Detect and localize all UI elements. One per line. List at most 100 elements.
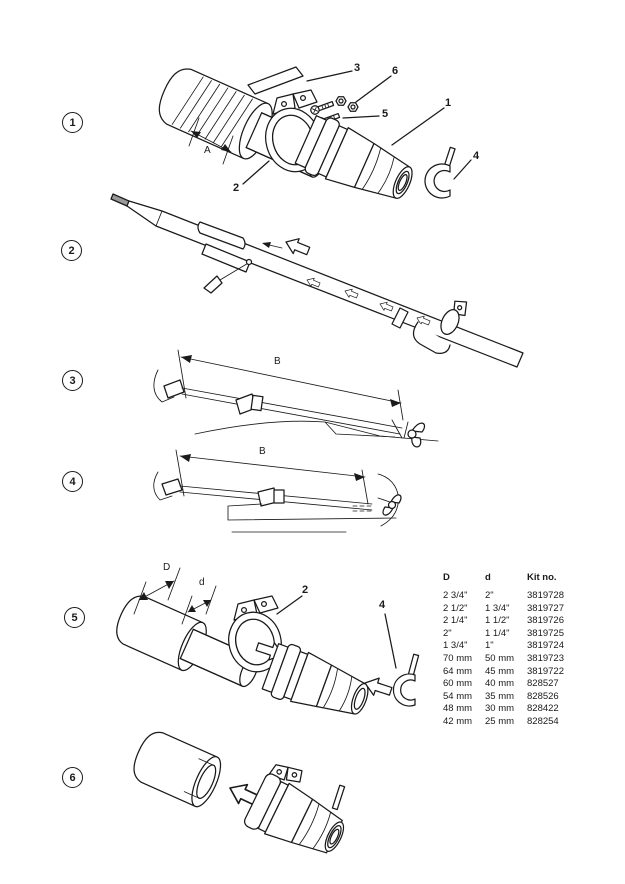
cell-kit-no: 3819722 (527, 665, 564, 677)
dimension-b-lines (175, 449, 369, 505)
cell-inner-diameter: 1 3/4" (485, 602, 510, 614)
step-2-badge: 2 (61, 240, 82, 261)
dimension-inner-label: d (199, 577, 205, 588)
hull-left-contour (153, 471, 173, 501)
cell-outer-diameter: 42 mm (443, 715, 473, 727)
header-outer-diameter: D (443, 572, 450, 583)
step-2-number: 2 (68, 244, 75, 257)
step-6-number: 6 (69, 771, 76, 784)
step-1-number: 1 (69, 116, 76, 129)
callout-part-6: 6 (392, 65, 399, 77)
table-header: D d Kit no. (443, 571, 585, 584)
callout-part-3: 3 (354, 62, 361, 74)
cell-inner-diameter: 40 mm (485, 678, 515, 690)
callout-part-5: 5 (382, 108, 389, 120)
cell-kit-no: 3819725 (527, 627, 564, 639)
header-kit-no: Kit no. (527, 572, 557, 583)
header-inner-diameter: d (485, 572, 491, 583)
callout-part-1: 1 (445, 97, 452, 109)
cell-inner-diameter: 30 mm (485, 703, 515, 715)
step-4-badge: 4 (62, 471, 83, 492)
stern-tube-drawing (133, 731, 222, 808)
transom-contour (377, 473, 399, 527)
table-row: 2" 1 1/4" 3819725 (443, 628, 585, 641)
table-row: 1 3/4" 1" 3819724 (443, 640, 585, 653)
cell-inner-diameter: 1" (485, 640, 494, 652)
nuts-drawing (335, 96, 359, 112)
cell-kit-no: 828254 (527, 715, 559, 727)
seal-housing-drawing (294, 115, 413, 199)
cell-inner-diameter: 1 1/2" (485, 615, 510, 627)
table-rows: 2 3/4" 2" 3819728 2 1/2" 1 3/4" 3819727 … (443, 590, 585, 729)
cell-kit-no: 3819728 (527, 590, 564, 601)
step5-sizing-view (116, 567, 420, 715)
cell-inner-diameter: 25 mm (485, 715, 515, 727)
table-row: 2 3/4" 2" 3819728 (443, 590, 585, 603)
propeller-drawing (391, 419, 426, 448)
end-clip-drawing (392, 653, 420, 707)
cell-outer-diameter: 2 3/4" (443, 590, 468, 601)
assembly-arrow-left (364, 677, 393, 696)
step-4-number: 4 (69, 475, 76, 488)
dimension-b-label-step3: B (274, 356, 281, 367)
step1-exploded-view (158, 66, 472, 199)
table-row: 42 mm 25 mm 828254 (443, 716, 585, 729)
cell-kit-no: 3819726 (527, 615, 564, 627)
step-3-number: 3 (69, 374, 76, 387)
gasket-strip-drawing (247, 66, 304, 95)
cell-kit-no: 3819727 (527, 602, 564, 614)
leader-lines (242, 70, 472, 185)
stern-clamp-drawing (391, 300, 468, 354)
table-row: 2 1/2" 1 3/4" 3819727 (443, 603, 585, 616)
dimension-a-lines (188, 117, 234, 165)
slide-direction-arrows (262, 238, 431, 326)
table-row: 70 mm 50 mm 3819723 (443, 653, 585, 666)
step-5-badge: 5 (64, 607, 85, 628)
table-row: 48 mm 30 mm 828422 (443, 703, 585, 716)
end-clip-drawing (424, 146, 456, 199)
dimension-outer-lines (133, 567, 181, 615)
hull-left-contour (153, 369, 175, 403)
dimension-a-label: A (204, 145, 211, 156)
cell-inner-diameter: 35 mm (485, 690, 515, 702)
hull-bottom-lines (227, 503, 397, 533)
step-5-number: 5 (71, 611, 78, 624)
shaft-lines (181, 387, 403, 435)
callout-part-2-step5: 2 (302, 584, 309, 596)
step6-assembly-view (133, 731, 346, 854)
cell-outer-diameter: 2 1/2" (443, 602, 468, 614)
cell-outer-diameter: 2" (443, 627, 452, 639)
seal-housing-drawing (261, 643, 369, 715)
callout-part-4-step5: 4 (379, 599, 386, 611)
stern-tube-drawing (116, 595, 259, 688)
table-row: 2 1/4" 1 1/2" 3819726 (443, 615, 585, 628)
dimension-outer-label: D (163, 562, 171, 573)
stuffing-box-drawing (161, 478, 183, 496)
step4-measurement-view (153, 449, 402, 533)
cell-outer-diameter: 64 mm (443, 665, 473, 677)
shaft-end-dashes (352, 505, 372, 512)
shaft-thread-tip (110, 193, 130, 207)
step3-measurement-view (153, 349, 439, 448)
callout-part-4: 4 (473, 150, 480, 162)
hull-bottom-lines (194, 420, 439, 442)
cell-inner-diameter: 2" (485, 590, 494, 601)
table-row: 64 mm 45 mm 3819722 (443, 666, 585, 679)
vent-tool-drawing (203, 258, 253, 294)
cell-inner-diameter: 1 1/4" (485, 627, 510, 639)
step-3-badge: 3 (62, 370, 83, 391)
stuffing-box-drawing (163, 379, 185, 399)
cell-inner-diameter: 50 mm (485, 652, 515, 664)
callout-part-2: 2 (233, 182, 240, 194)
dimension-b-label-step4: B (259, 446, 266, 457)
size-kit-table: D d Kit no. 2 3/4" 2" 3819728 2 1/2" 1 3… (443, 571, 585, 729)
cell-kit-no: 828526 (527, 690, 559, 702)
dimension-b-lines (177, 349, 404, 421)
cell-outer-diameter: 70 mm (443, 652, 473, 664)
leader-lines (276, 595, 397, 669)
cell-inner-diameter: 45 mm (485, 665, 515, 677)
propeller-drawing (377, 494, 402, 516)
cell-kit-no: 3819724 (527, 640, 564, 652)
cell-outer-diameter: 2 1/4" (443, 615, 468, 627)
